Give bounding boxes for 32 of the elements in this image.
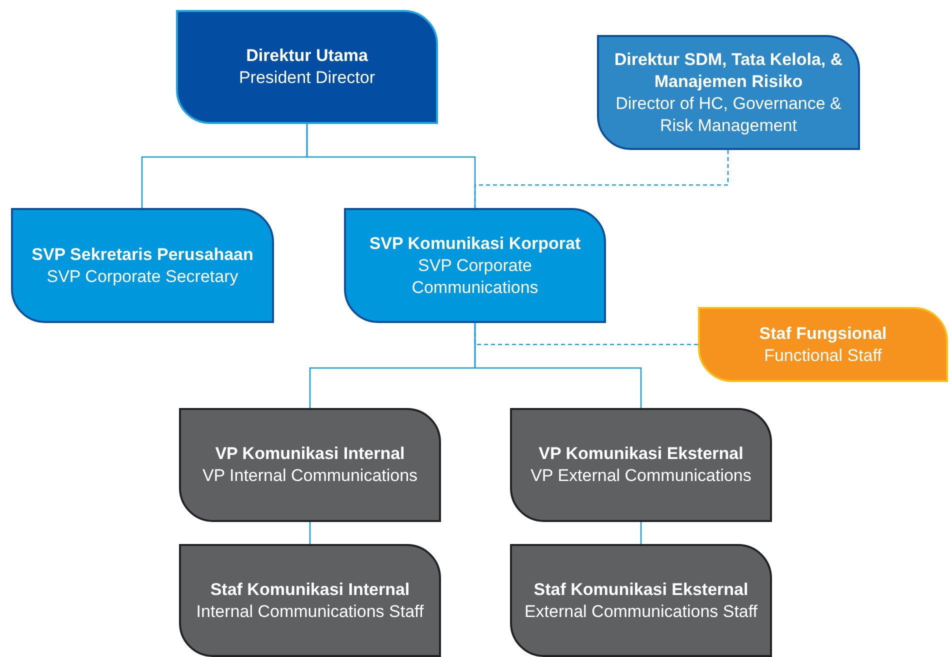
position-subtitle: VP External Communications bbox=[530, 465, 752, 487]
position-title: SVP Komunikasi Korporat bbox=[369, 232, 581, 254]
position-box bbox=[179, 408, 441, 522]
position-subtitle: Functional Staff bbox=[764, 344, 882, 366]
position-subtitle: President Director bbox=[238, 67, 376, 89]
position-box bbox=[597, 35, 860, 150]
position-title: Staf Fungsional bbox=[759, 322, 887, 344]
connector-line bbox=[474, 323, 642, 408]
position-box bbox=[176, 10, 438, 124]
position-title: Staf Komunikasi Eksternal bbox=[534, 578, 748, 600]
position-box bbox=[11, 208, 274, 323]
position-title: Direktur SDM, Tata Kelola, & Manajemen Risiko bbox=[613, 48, 844, 92]
position-subtitle: Director of HC, Governance & Risk Management bbox=[614, 92, 842, 136]
dashed-connector bbox=[474, 150, 729, 208]
position-subtitle: Internal Communications Staff bbox=[196, 600, 424, 622]
position-box bbox=[698, 307, 948, 382]
position-subtitle: VP Internal Communications bbox=[202, 465, 418, 487]
position-title: VP Komunikasi Internal bbox=[215, 443, 405, 465]
position-title: SVP Sekretaris Perusahaan bbox=[32, 244, 254, 266]
position-subtitle: SVP Corporate Secretary bbox=[46, 266, 238, 288]
position-title: VP Komunikasi Eksternal bbox=[538, 443, 744, 465]
position-subtitle: SVP Corporate Communications bbox=[410, 254, 540, 298]
position-box bbox=[179, 544, 441, 657]
position-box bbox=[344, 208, 606, 323]
position-subtitle: External Communications Staff bbox=[524, 600, 758, 622]
position-box bbox=[510, 544, 772, 657]
position-title: Staf Komunikasi Internal bbox=[210, 578, 410, 600]
connector-line bbox=[306, 124, 476, 208]
position-box bbox=[510, 408, 772, 522]
connector-line bbox=[640, 522, 642, 544]
position-title: Direktur Utama bbox=[246, 45, 368, 67]
connector-line bbox=[309, 522, 311, 544]
